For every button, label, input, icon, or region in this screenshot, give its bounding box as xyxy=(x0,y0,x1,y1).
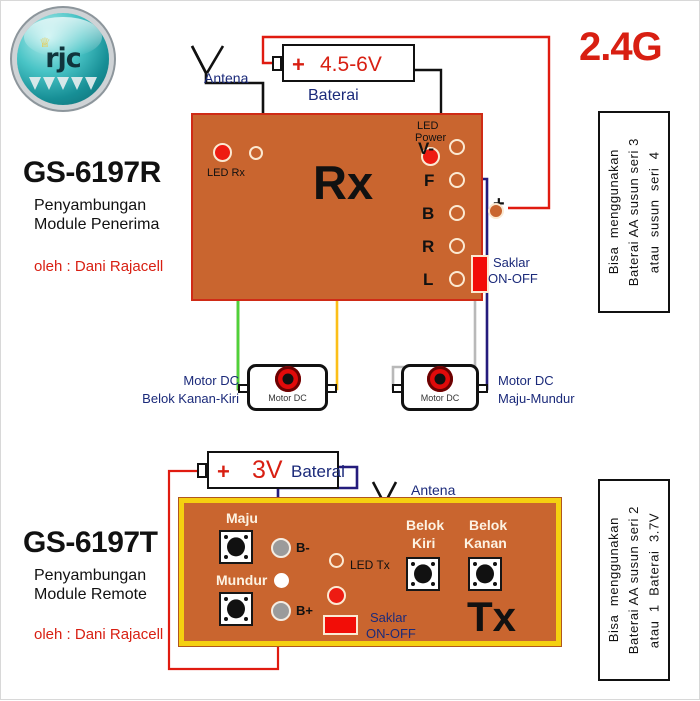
crown-icon: ♕ xyxy=(39,35,51,50)
tx-button-maju[interactable] xyxy=(219,530,253,564)
tx-button-mundur[interactable] xyxy=(219,592,253,626)
tx-button-label-belok-kanan-line1: Belok xyxy=(469,517,508,533)
tx-button-label-belok-kiri-line1: Belok xyxy=(406,517,445,533)
motor2-caption-line1: Motor DC xyxy=(498,373,554,388)
tx-battery-body: + 3V Baterai xyxy=(207,451,345,489)
tx-antenna-pad[interactable] xyxy=(329,553,344,568)
motor-belok-kanan-kiri: Motor DC xyxy=(238,364,337,411)
led-power-label-line2: Power xyxy=(415,132,447,144)
terminal-label-b: B xyxy=(422,204,435,223)
tx-note-text: Bisa menggunakan Baterai AA susun seri 2… xyxy=(605,505,662,655)
motor-terminal-right[interactable] xyxy=(477,383,488,393)
tx-pad-b-plus[interactable] xyxy=(271,601,291,621)
tx-button-label-belok-kiri-line2: Kiri xyxy=(412,535,436,551)
rx-antenna-pad[interactable] xyxy=(249,146,263,160)
terminal-label-v-minus: V- xyxy=(418,139,435,158)
led-rx-label: LED Rx xyxy=(207,167,245,179)
tx-pad-b-minus-label: B- xyxy=(296,540,310,555)
tx-model-title: GS-6197T xyxy=(23,526,158,559)
frequency-badge: 2.4G xyxy=(579,25,663,69)
tx-battery-plus-wire xyxy=(167,469,280,671)
tx-board-label: Tx xyxy=(467,593,517,640)
rx-note-text: Bisa menggunakan Baterai AA susun seri 3… xyxy=(605,137,662,287)
tx-battery-polarity: + xyxy=(217,459,230,484)
rx-battery-label: Baterai xyxy=(308,87,359,104)
terminal-pad-v-minus[interactable] xyxy=(449,139,465,155)
led-power xyxy=(421,147,440,166)
logo-gloss xyxy=(24,16,102,58)
tx-led-label: LED Tx xyxy=(350,558,390,572)
tx-pad-b-plus-label: B+ xyxy=(296,603,313,618)
tx-button-label-maju: Maju xyxy=(226,510,258,526)
terminal-pad-l[interactable] xyxy=(449,271,465,287)
tx-note-box: Bisa menggunakan Baterai AA susun seri 2… xyxy=(598,479,670,681)
rx-author: oleh : Dani Rajacell xyxy=(34,258,164,275)
rx-plus-terminal-pad[interactable] xyxy=(488,203,504,219)
tx-button-label-mundur: Mundur xyxy=(216,572,268,588)
rx-subtitle-line2: Module Penerima xyxy=(34,216,160,233)
tx-subtitle-line1: Penyambungan xyxy=(34,567,147,584)
tx-antenna-label: Antena xyxy=(411,482,456,498)
tx-battery-label: Baterai xyxy=(291,462,345,481)
rx-antenna-label: Antena xyxy=(204,70,249,86)
terminal-pad-r[interactable] xyxy=(449,238,465,254)
motor-terminal-right[interactable] xyxy=(326,383,337,393)
tx-button-belok-kiri[interactable] xyxy=(406,557,440,591)
rx-board-label: Rx xyxy=(313,156,374,209)
rx-switch-label-line1: Saklar xyxy=(493,255,530,270)
tx-pad-b-minus[interactable] xyxy=(271,538,291,558)
tx-button-label-belok-kanan-line2: Kanan xyxy=(464,535,507,551)
motor-body-label: Motor DC xyxy=(420,393,460,403)
motor-hub-icon xyxy=(427,366,453,393)
tx-switch-label-line2: ON-OFF xyxy=(366,626,416,641)
tx-board: Tx Maju Mundur B- B+ LED Tx Saklar ON-OF… xyxy=(178,497,562,647)
rx-switch-label-line2: ON-OFF xyxy=(488,271,538,286)
tx-subtitle-line2: Module Remote xyxy=(34,586,147,603)
tx-white-indicator xyxy=(274,573,289,588)
motor1-caption-line1: Motor DC xyxy=(183,373,239,388)
led-rx xyxy=(213,143,232,162)
tx-switch-label-line1: Saklar xyxy=(370,610,407,625)
tx-battery-terminal-nub xyxy=(197,463,207,478)
motor-terminal-left[interactable] xyxy=(392,383,403,393)
terminal-pad-b[interactable] xyxy=(449,205,465,221)
terminal-label-r: R xyxy=(422,237,435,256)
rx-note-box: Bisa menggunakan Baterai AA susun seri 3… xyxy=(598,111,670,313)
motor-maju-mundur: Motor DC xyxy=(392,364,488,411)
rx-battery-voltage: 4.5-6V xyxy=(320,53,382,76)
led-tx xyxy=(327,586,346,605)
rx-power-switch[interactable] xyxy=(471,255,489,293)
rx-battery-polarity: + xyxy=(292,52,305,77)
rjc-logo: ♕ rjc xyxy=(17,13,109,105)
logo-teeth xyxy=(27,77,99,93)
motor1-caption-line2: Belok Kanan-Kiri xyxy=(142,391,239,406)
rx-board: Rx LED Rx LED Power V- F B R L xyxy=(191,113,505,301)
led-power-label-line1: LED xyxy=(417,120,439,132)
rx-battery-plus-wire xyxy=(261,35,551,210)
tx-battery-voltage: 3V xyxy=(252,456,283,484)
motor-hub-icon xyxy=(274,366,301,393)
rx-antenna-right-arm xyxy=(205,45,225,74)
terminal-pad-f[interactable] xyxy=(449,172,465,188)
tx-button-belok-kanan[interactable] xyxy=(468,557,502,591)
terminal-label-l: L xyxy=(423,270,434,289)
logo-text: rjc xyxy=(45,43,82,74)
terminal-label-f: F xyxy=(424,171,435,190)
tx-author: oleh : Dani Rajacell xyxy=(34,626,164,643)
motor-terminal-left[interactable] xyxy=(238,383,249,393)
rx-battery-terminal-nub xyxy=(272,56,282,71)
motor2-caption-line2: Maju-Mundur xyxy=(498,391,575,406)
rx-subtitle-line1: Penyambungan xyxy=(34,197,147,214)
tx-power-switch[interactable] xyxy=(323,615,358,635)
rx-battery-body: + 4.5-6V xyxy=(282,44,415,82)
motor-body-label: Motor DC xyxy=(268,393,307,403)
rx-antenna-left-arm xyxy=(190,45,208,74)
rx-model-title: GS-6197R xyxy=(23,156,161,189)
